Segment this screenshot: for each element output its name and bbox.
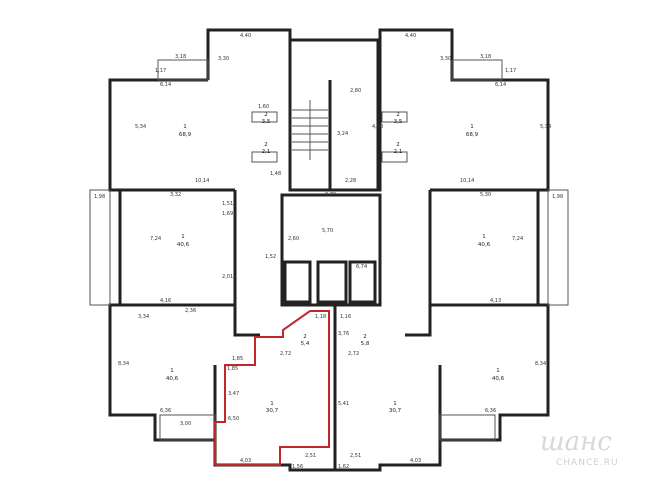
svg-text:8,34: 8,34	[118, 361, 129, 367]
svg-text:1: 1	[270, 401, 274, 407]
svg-text:2,80: 2,80	[350, 88, 361, 94]
svg-text:1,52: 1,52	[265, 254, 276, 260]
svg-text:10,14: 10,14	[195, 178, 209, 184]
svg-text:2: 2	[303, 334, 307, 340]
room-labels: 168,9 168,9 140,6 140,6 140,6 140,6 130,…	[166, 112, 505, 414]
svg-text:6,36: 6,36	[160, 408, 171, 414]
svg-text:3,47: 3,47	[228, 391, 239, 397]
room-area: 5,4	[301, 341, 310, 347]
svg-text:1: 1	[496, 368, 500, 374]
svg-text:4,03: 4,03	[240, 458, 251, 464]
room-area: 68,9	[466, 132, 479, 138]
svg-text:0,79: 0,79	[325, 192, 336, 198]
svg-text:1,16: 1,16	[340, 314, 351, 320]
svg-text:1: 1	[181, 234, 185, 240]
svg-text:1: 1	[470, 124, 474, 130]
svg-text:1,18: 1,18	[315, 314, 326, 320]
room-area: 40,6	[478, 242, 491, 248]
svg-text:1: 1	[170, 368, 174, 374]
svg-text:2,51: 2,51	[350, 453, 361, 459]
svg-text:2: 2	[264, 142, 268, 148]
svg-text:1,98: 1,98	[552, 194, 563, 200]
svg-text:6,14: 6,14	[160, 82, 171, 88]
svg-text:2,72: 2,72	[280, 351, 291, 357]
room-area: 40,6	[492, 376, 505, 382]
room-area: 3,5	[394, 119, 403, 125]
walls	[89, 28, 569, 472]
svg-text:6,14: 6,14	[495, 82, 506, 88]
svg-text:3,00: 3,00	[180, 421, 191, 427]
svg-text:4,00: 4,00	[372, 124, 383, 130]
watermark: шанс CHANCE.RU	[540, 427, 619, 468]
room-area: 30,7	[266, 408, 279, 414]
svg-text:1: 1	[183, 124, 187, 130]
svg-text:5,34: 5,34	[540, 124, 551, 130]
svg-text:1,17: 1,17	[505, 68, 516, 74]
stairs	[292, 100, 328, 160]
svg-text:2,72: 2,72	[348, 351, 359, 357]
svg-text:3,18: 3,18	[480, 54, 491, 60]
svg-text:2,01: 2,01	[222, 274, 233, 280]
svg-text:7,24: 7,24	[150, 236, 161, 242]
room-area: 30,7	[389, 408, 402, 414]
svg-text:4,16: 4,16	[160, 298, 171, 304]
svg-text:7,24: 7,24	[512, 236, 523, 242]
svg-text:3,32: 3,32	[170, 192, 181, 198]
svg-text:6,74: 6,74	[356, 264, 367, 270]
svg-text:1,69: 1,69	[222, 211, 233, 217]
svg-text:6,36: 6,36	[485, 408, 496, 414]
svg-text:шанс: шанс	[540, 427, 612, 457]
svg-text:2,51: 2,51	[305, 453, 316, 459]
svg-text:2: 2	[396, 112, 400, 118]
room-area: 2,1	[394, 149, 403, 155]
svg-text:10,14: 10,14	[460, 178, 474, 184]
svg-text:3,76: 3,76	[338, 331, 349, 337]
svg-text:4,40: 4,40	[405, 33, 416, 39]
svg-text:3,30: 3,30	[440, 56, 451, 62]
svg-text:5,41: 5,41	[338, 401, 349, 407]
selected-apartment-outline[interactable]	[214, 310, 330, 466]
svg-text:4,13: 4,13	[490, 298, 501, 304]
svg-text:1: 1	[482, 234, 486, 240]
svg-text:4,40: 4,40	[240, 33, 251, 39]
svg-text:3,24: 3,24	[337, 131, 348, 137]
svg-text:1: 1	[393, 401, 397, 407]
svg-text:1,56: 1,56	[292, 464, 303, 470]
svg-text:2,28: 2,28	[345, 178, 356, 184]
room-area: 2,1	[262, 149, 271, 155]
svg-text:2,60: 2,60	[288, 236, 299, 242]
svg-text:1,60: 1,60	[258, 104, 269, 110]
svg-text:3,34: 3,34	[138, 314, 149, 320]
svg-text:2: 2	[363, 334, 367, 340]
room-area: 40,6	[166, 376, 179, 382]
svg-text:1,51: 1,51	[222, 201, 233, 207]
svg-text:3,30: 3,30	[218, 56, 229, 62]
room-area: 68,9	[179, 132, 192, 138]
svg-text:2: 2	[396, 142, 400, 148]
svg-text:CHANCE.RU: CHANCE.RU	[556, 458, 619, 468]
svg-text:3,18: 3,18	[175, 54, 186, 60]
svg-text:2: 2	[264, 112, 268, 118]
svg-text:1,85: 1,85	[232, 356, 243, 362]
svg-text:6,50: 6,50	[228, 416, 239, 422]
svg-text:2,36: 2,36	[185, 308, 196, 314]
dimension-labels: 4,40 3,30 3,18 1,17 6,14 5,34 10,14 1,60…	[94, 33, 563, 470]
svg-text:1,62: 1,62	[338, 464, 349, 470]
room-area: 5,8	[361, 341, 370, 347]
svg-text:8,34: 8,34	[535, 361, 546, 367]
svg-text:1,17: 1,17	[155, 68, 166, 74]
room-area: 40,6	[177, 242, 190, 248]
svg-text:5,30: 5,30	[480, 192, 491, 198]
svg-text:5,70: 5,70	[322, 228, 333, 234]
svg-text:1,48: 1,48	[270, 171, 281, 177]
svg-text:1,98: 1,98	[94, 194, 105, 200]
room-area: 3,5	[262, 119, 271, 125]
svg-text:4,03: 4,03	[410, 458, 421, 464]
svg-text:5,34: 5,34	[135, 124, 146, 130]
svg-text:1,85: 1,85	[227, 366, 238, 372]
